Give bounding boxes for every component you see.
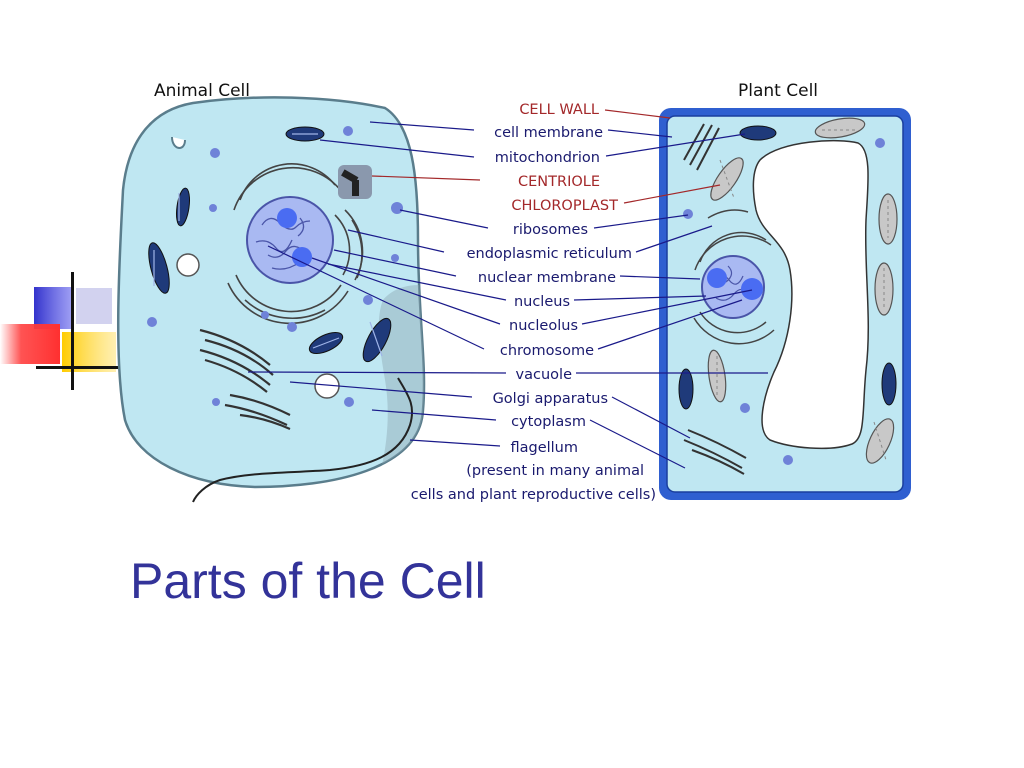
label-flagellum-note-1: (present in many animal [466,463,644,479]
animal-ribosomes [147,126,403,407]
animal-centriole [338,165,372,199]
animal-golgi [199,328,291,431]
label-flagellum: flagellum [510,440,578,456]
plant-nucleus [701,255,765,319]
plant-vacuole [752,139,870,450]
slide-decoration [0,272,120,390]
animal-nucleolus [277,208,297,228]
animal-cell [116,96,426,503]
animal-cell-heading: Animal Cell [154,81,250,101]
plant-cell [659,108,911,500]
deco-horizontal-line [36,366,120,369]
animal-er [227,163,364,325]
label-mitochondrion: mitochondrion [495,150,600,166]
leader-lines [247,109,768,469]
label-nucleus: nucleus [514,294,570,310]
label-flagellum-note-2: cells and plant reproductive cells) [411,487,656,503]
label-chromosome: chromosome [500,343,594,359]
label-nuclear-membrane: nuclear membrane [478,270,616,286]
label-nucleolus: nucleolus [509,318,578,334]
slide-title: Parts of the Cell [130,553,486,609]
plant-cell-heading: Plant Cell [738,81,818,101]
animal-vacuole [176,253,200,277]
deco-red-square [0,324,60,364]
label-cell-wall: CELL WALL [519,102,599,118]
deco-vertical-line [71,272,74,390]
label-centriole: CENTRIOLE [518,174,600,190]
label-golgi-apparatus: Golgi apparatus [493,391,608,407]
label-cytoplasm: cytoplasm [511,414,586,430]
animal-nucleus [246,196,334,284]
label-endoplasmic-reticulum: endoplasmic reticulum [467,246,632,262]
deco-blue-square [34,287,74,329]
label-vacuole: vacuole [516,367,573,383]
deco-lavender-square [76,288,112,324]
label-cell-membrane: cell membrane [494,125,603,141]
label-list: CELL WALL cell membrane mitochondrion CE… [411,102,656,503]
label-chloroplast: CHLOROPLAST [511,198,618,214]
animal-flagellum [192,377,414,503]
cell-diagram: Animal Cell Plant Cell CELL WALL cell me… [116,81,911,503]
label-ribosomes: ribosomes [513,222,588,238]
